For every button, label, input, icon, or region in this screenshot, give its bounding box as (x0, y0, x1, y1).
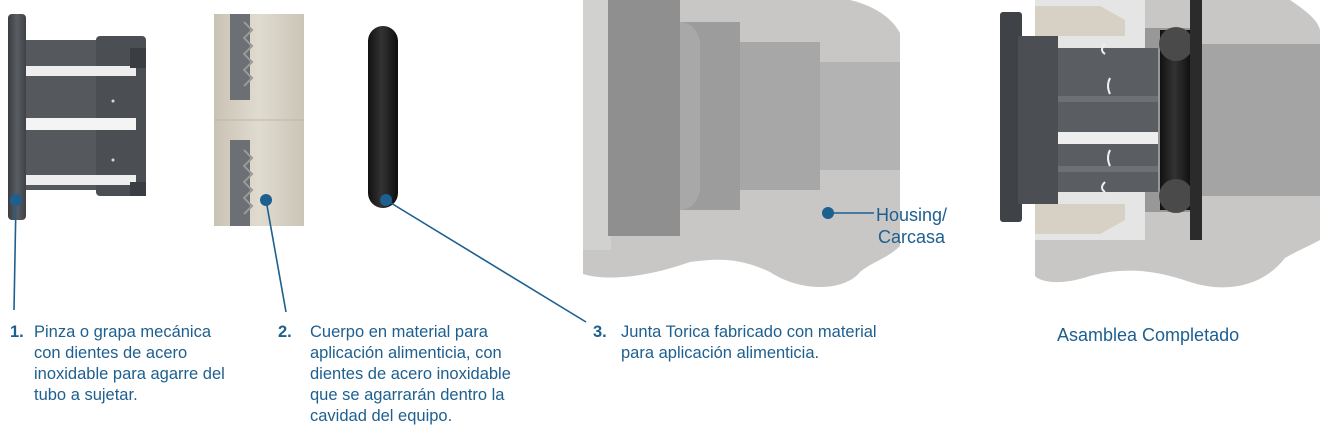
part-1-line-2: con dientes de acero (34, 344, 188, 362)
callout-dot-1 (10, 194, 22, 206)
housing-label: Housing/ Carcasa (876, 204, 947, 248)
part-3-line-2: para aplicación alimenticia. (621, 344, 820, 362)
callout-dot-housing (822, 207, 834, 219)
callout-dot-2 (260, 194, 272, 206)
body-part-illustration (214, 14, 304, 226)
part-1-line-3: inoxidable para agarre del (34, 365, 225, 383)
part-2-number: 2. (278, 323, 292, 341)
part-2-line-4: que se agarrarán dentro la (310, 386, 505, 404)
housing-label-line-2: Carcasa (878, 227, 946, 247)
part-3-line-1: Junta Torica fabricado con material (621, 323, 877, 341)
part-2-line-2: aplicación alimenticia, con (310, 344, 502, 362)
housing-label-line-1: Housing/ (876, 205, 948, 225)
leader-lines (13, 199, 874, 323)
oring-part-illustration (368, 26, 398, 208)
part-1-line-4: tubo a sujetar. (34, 386, 138, 404)
assembly-illustration (1000, 0, 1320, 288)
part-1-line-1: Pinza o grapa mecánica (34, 323, 212, 341)
clip-part-illustration (8, 14, 146, 220)
part-2-line-5: cavidad del equipo. (310, 407, 453, 425)
part-3-caption: 3. Junta Torica fabricado con material p… (593, 322, 933, 364)
assembly-title: Asamblea Completado (1057, 325, 1240, 345)
part-1-number: 1. (10, 323, 24, 341)
housing-illustration (583, 0, 900, 287)
part-2-line-1: Cuerpo en material para (310, 323, 488, 341)
part-2-caption: 2. Cuerpo en material para aplicación al… (278, 322, 568, 427)
part-1-caption: 1. Pinza o grapa mecánica con dientes de… (10, 322, 270, 406)
part-3-number: 3. (593, 323, 607, 341)
part-2-line-3: dientes de acero inoxidable (310, 365, 511, 383)
callout-dot-3 (380, 194, 392, 206)
